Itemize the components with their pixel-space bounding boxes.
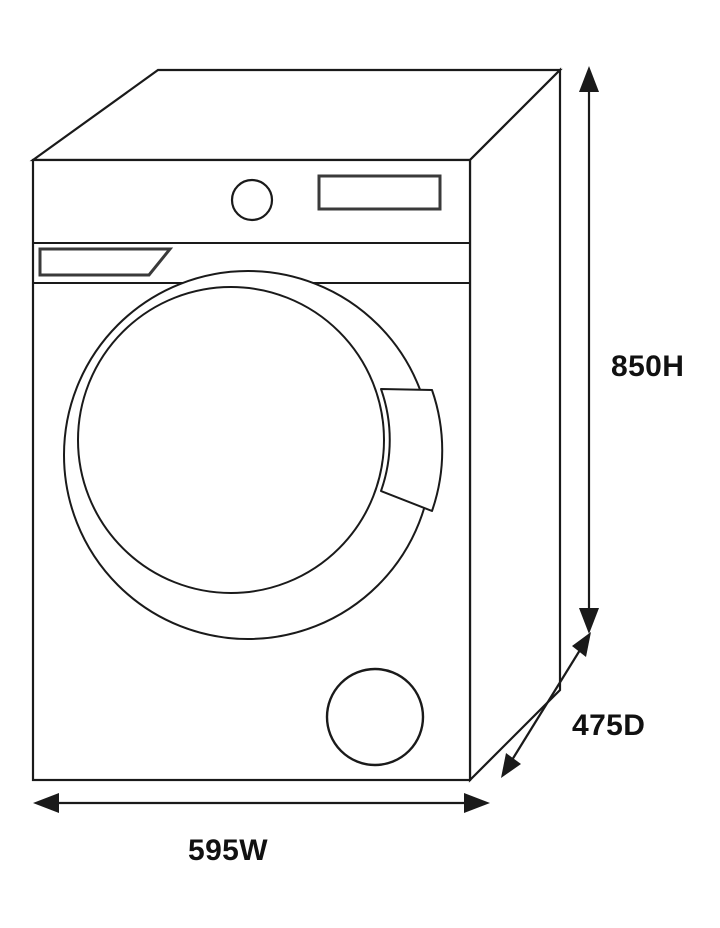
- door-glass[interactable]: [77, 286, 385, 594]
- depth-arrow-head-lower: [501, 753, 521, 778]
- door-handle[interactable]: [380, 388, 444, 512]
- depth-dimension-line: [511, 649, 581, 761]
- height-dimension-label: 850H: [611, 350, 684, 383]
- width-arrow-head-left: [33, 793, 59, 813]
- pump-filter-cap[interactable]: [325, 667, 425, 767]
- height-arrow-head-bottom: [579, 608, 599, 634]
- right-side-panel: [468, 67, 562, 783]
- top-panel: [29, 68, 563, 162]
- width-dimension-label: 595W: [188, 834, 268, 867]
- width-arrow-head-right: [464, 793, 490, 813]
- depth-dimension-label: 475D: [572, 709, 645, 742]
- depth-arrow-head-upper: [572, 632, 591, 657]
- display-window[interactable]: [317, 174, 442, 211]
- detergent-drawer[interactable]: [38, 247, 174, 277]
- height-arrow-head-top: [579, 66, 599, 92]
- program-selector-knob[interactable]: [230, 178, 274, 222]
